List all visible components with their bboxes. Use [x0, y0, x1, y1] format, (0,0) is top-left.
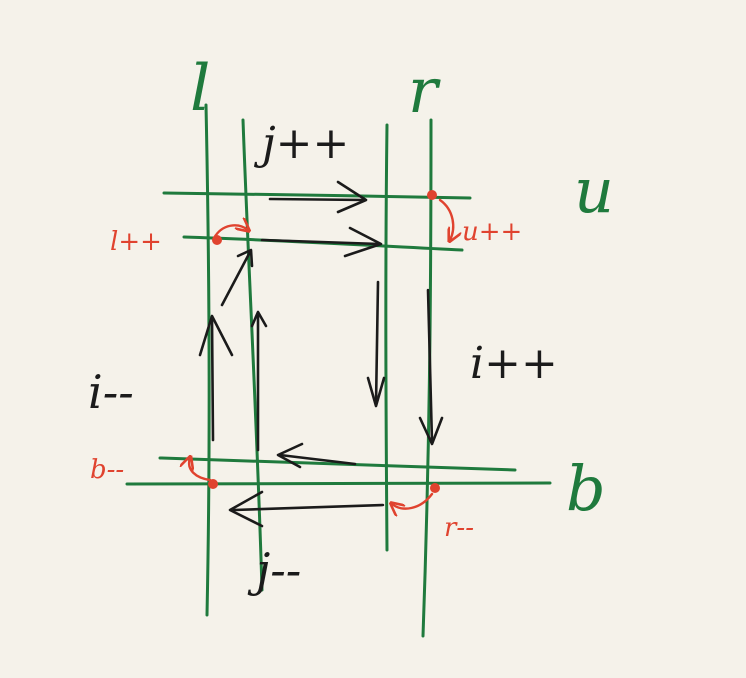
arrow-left-inner-bottom-head [276, 442, 304, 469]
label-l-plus: l++ [110, 227, 162, 257]
corner-points [208, 190, 440, 493]
label-r: r [408, 54, 441, 127]
label-u: u [574, 154, 614, 227]
label-b-minus: b-- [90, 455, 124, 485]
label-b: b [566, 452, 606, 525]
l-move-arrow [212, 225, 248, 240]
bottom-right-point [430, 483, 440, 493]
pointer-moves [189, 198, 453, 509]
arrow-right-inner-head [343, 226, 383, 258]
left-boundary-line [204, 103, 211, 617]
arrow-down-right [426, 288, 434, 444]
arrow-right-top-head [336, 180, 368, 214]
arrow-diagonal [220, 250, 252, 307]
top-right-point [427, 190, 437, 200]
arrow-left-bottom-head [228, 490, 264, 528]
u-move-arrow [438, 198, 453, 240]
arrow-up-left-head [198, 314, 234, 357]
label-j-minus: j-- [247, 543, 301, 597]
bottom-left-point [208, 479, 218, 489]
arrow-right-inner [260, 238, 382, 246]
arrow-down-inner-right [374, 280, 380, 407]
inner-right-line [384, 123, 389, 552]
top-boundary-line [162, 191, 472, 200]
arrow-down-right-head [418, 416, 444, 446]
label-i-minus: i-- [88, 365, 134, 419]
arrow-up-left [210, 316, 215, 442]
label-i-plus: i++ [470, 338, 558, 389]
arrow-left-bottom [232, 503, 385, 512]
r-move-arrow [392, 492, 434, 509]
b-move-arrow [189, 458, 212, 482]
arrow-left-inner-bottom [278, 453, 357, 466]
arrow-down-inner-right-head [366, 376, 386, 408]
label-j-plus: j++ [253, 118, 349, 169]
inner-top-line [182, 235, 464, 252]
arrow-diagonal-head [236, 248, 254, 268]
label-u-plus: u++ [462, 217, 522, 247]
bottom-boundary-line [125, 481, 552, 486]
label-l: l [190, 52, 210, 126]
arrow-up-inner-left-head [250, 310, 268, 328]
inner-left-line [241, 118, 264, 592]
label-r-minus: r-- [444, 513, 474, 543]
inner-bottom-line [158, 456, 517, 472]
traversal-arrows [198, 180, 444, 528]
arrow-right-top [268, 197, 367, 202]
